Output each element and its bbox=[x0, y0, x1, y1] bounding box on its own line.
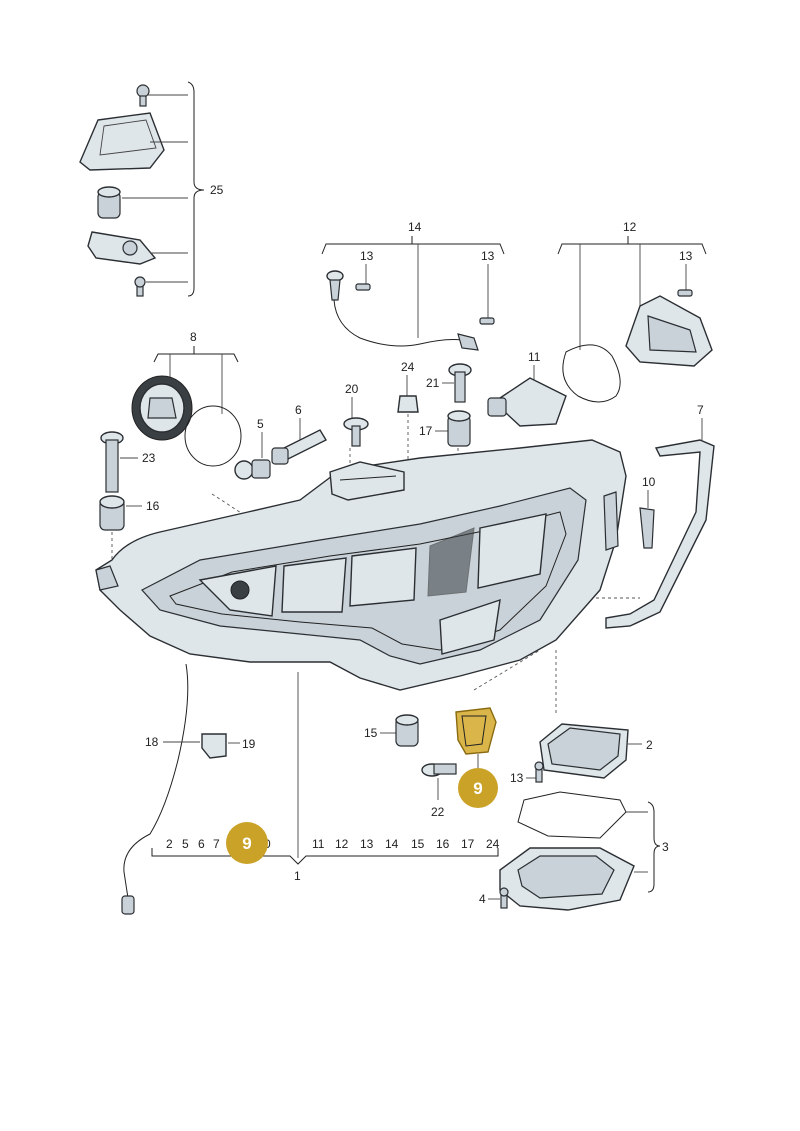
label-13-c: 13 bbox=[679, 249, 693, 263]
bracket-row-item: 15 bbox=[411, 837, 425, 851]
bracket-row-item: 13 bbox=[360, 837, 374, 851]
label-11: 11 bbox=[528, 350, 541, 364]
bracket-row-item: 11 bbox=[312, 837, 325, 851]
label-13-b: 13 bbox=[481, 249, 495, 263]
badge-9-callout[interactable] bbox=[458, 768, 498, 808]
label-16: 16 bbox=[146, 499, 160, 513]
label-19: 19 bbox=[242, 737, 256, 751]
parts-18-19: 18 19 bbox=[121, 663, 256, 915]
parts-bottom-right: 2 13 3 4 bbox=[479, 723, 669, 911]
bracket-row-item: 5 bbox=[182, 837, 189, 851]
label-1: 1 bbox=[294, 869, 301, 883]
label-4: 4 bbox=[479, 892, 486, 906]
bracket-row-item: 24 bbox=[486, 837, 500, 851]
part-14-group: 14 13 13 bbox=[321, 220, 505, 351]
parts-left-small: 5 6 23 16 bbox=[99, 403, 327, 531]
bracket-row-item: 16 bbox=[436, 837, 450, 851]
label-10: 10 bbox=[642, 475, 656, 489]
part-8-group: 8 bbox=[131, 330, 242, 467]
label-3: 3 bbox=[662, 840, 669, 854]
label-21: 21 bbox=[426, 376, 440, 390]
label-20: 20 bbox=[345, 382, 359, 396]
label-5: 5 bbox=[257, 417, 264, 431]
badge-9-row-text: 9 bbox=[242, 834, 251, 853]
label-6: 6 bbox=[295, 403, 302, 417]
part-25-group: 25 bbox=[79, 81, 224, 297]
bracket-row-item: 6 bbox=[198, 837, 205, 851]
label-17: 17 bbox=[419, 424, 433, 438]
label-14: 14 bbox=[408, 220, 422, 234]
part-1-bracket: 1 2 5 6 7 0 11 12 13 14 15 16 17 24 9 bbox=[151, 822, 500, 883]
parts-bottom-center: 15 22 9 bbox=[364, 707, 498, 819]
headlight-housing bbox=[95, 414, 640, 858]
bracket-row-item: 12 bbox=[335, 837, 349, 851]
part-12-group: 12 13 bbox=[557, 220, 713, 403]
bracket-row-item: 14 bbox=[385, 837, 399, 851]
label-8: 8 bbox=[190, 330, 197, 344]
highlighted-part-9 bbox=[455, 707, 497, 755]
badge-9-callout-text: 9 bbox=[473, 779, 482, 798]
label-18: 18 bbox=[145, 735, 159, 749]
parts-top-center: 20 24 21 17 11 bbox=[343, 350, 567, 447]
bracket-row-labels: 2 5 6 7 0 11 12 13 14 15 16 17 24 bbox=[166, 837, 500, 851]
bracket-row-item: 2 bbox=[166, 837, 173, 851]
label-25: 25 bbox=[210, 183, 224, 197]
label-2: 2 bbox=[646, 738, 653, 752]
label-13-d: 13 bbox=[510, 771, 524, 785]
badge-9-row[interactable] bbox=[226, 822, 268, 864]
label-22: 22 bbox=[431, 805, 445, 819]
label-15: 15 bbox=[364, 726, 378, 740]
label-23: 23 bbox=[142, 451, 156, 465]
bracket-row-item: 17 bbox=[461, 837, 475, 851]
label-12: 12 bbox=[623, 220, 637, 234]
label-7: 7 bbox=[697, 403, 704, 417]
bracket-row-item: 7 bbox=[213, 837, 220, 851]
parts-right: 7 10 bbox=[605, 403, 715, 629]
label-24: 24 bbox=[401, 360, 415, 374]
label-13-a: 13 bbox=[360, 249, 374, 263]
